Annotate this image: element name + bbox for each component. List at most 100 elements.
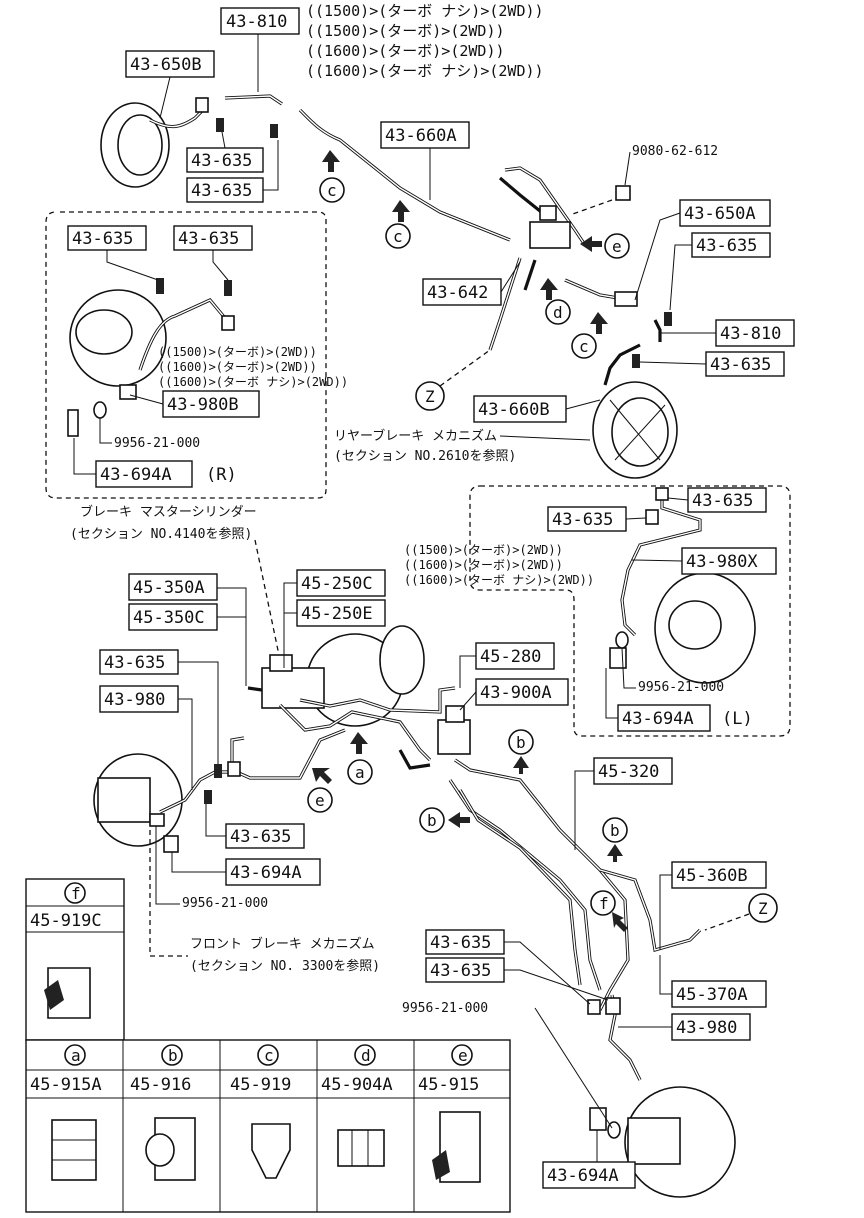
svg-text:43-635: 43-635 — [72, 229, 133, 249]
svg-text:43-660A: 43-660A — [385, 126, 457, 146]
svg-text:43-635: 43-635 — [191, 181, 252, 201]
label-45-250E: 45-250E — [284, 599, 386, 627]
clip-table: f 45-919C a 45-915A b 45-916 c 45-919 — [25, 878, 511, 1213]
callout-a: a — [347, 732, 373, 785]
svg-text:43-694A: 43-694A — [622, 709, 694, 729]
svg-text:45-916: 45-916 — [130, 1075, 191, 1095]
clip-letter-f: f — [71, 884, 81, 903]
svg-text:43-635: 43-635 — [430, 961, 491, 981]
variant-line-2: ((1500)>(ターボ)>(2WD)) — [306, 22, 505, 40]
clip-cell-c: c 45-919 — [230, 1044, 291, 1179]
svg-text:f: f — [599, 894, 609, 913]
svg-text:((1600)>(ターボ)>(2WD)): ((1600)>(ターボ)>(2WD)) — [404, 558, 563, 572]
svg-text:43-635: 43-635 — [552, 510, 613, 530]
svg-text:e: e — [458, 1046, 468, 1065]
label-43-635-inset2: 43-635 — [173, 225, 253, 281]
svg-text:b: b — [427, 811, 437, 830]
label-43-694A-fr: 43-694A — [542, 1130, 636, 1189]
svg-text:d: d — [553, 303, 563, 322]
svg-text:a: a — [71, 1046, 81, 1065]
callout-b-2: b — [419, 807, 470, 833]
callout-c-top: c — [319, 150, 345, 203]
svg-text:9080-62-612: 9080-62-612 — [632, 144, 718, 159]
svg-text:(セクション NO.2610を参照): (セクション NO.2610を参照) — [334, 448, 516, 464]
svg-text:45-360B: 45-360B — [676, 866, 748, 886]
svg-text:45-904A: 45-904A — [321, 1075, 393, 1095]
label-43-810-top: 43-810 — [220, 7, 300, 92]
svg-text:((1500)>(ターボ)>(2WD)): ((1500)>(ターボ)>(2WD)) — [404, 543, 563, 557]
label-43-660A: 43-660A — [380, 121, 470, 200]
svg-text:43-980B: 43-980B — [167, 395, 239, 415]
label-43-650A: 43-650A — [634, 199, 771, 301]
label-45-350C: 45-350C — [128, 603, 246, 631]
svg-text:リヤーブレーキ メカニズム: リヤーブレーキ メカニズム — [334, 428, 497, 444]
callout-d: d — [540, 278, 571, 325]
label-43-650B: 43-650B — [125, 50, 215, 119]
svg-text:43-980: 43-980 — [104, 690, 165, 710]
label-45-250C: 45-250C — [283, 569, 386, 668]
svg-text:((1500)>(ターボ)>(2WD)): ((1500)>(ターボ)>(2WD)) — [158, 345, 317, 359]
svg-text:45-320: 45-320 — [598, 762, 659, 782]
side-label-L: (L) — [722, 709, 753, 729]
inset-left-variants: ((1500)>(ターボ)>(2WD)) ((1600)>(ターボ)>(2WD)… — [158, 345, 348, 389]
label-9956-r: 9956-21-000 — [621, 647, 724, 695]
svg-text:フロント ブレーキ メカニズム: フロント ブレーキ メカニズム — [190, 936, 375, 952]
svg-text:43-635: 43-635 — [696, 236, 757, 256]
svg-text:ブレーキ マスターシリンダー: ブレーキ マスターシリンダー — [80, 504, 257, 520]
label-43-980-fl: 43-980 — [99, 685, 193, 790]
svg-text:e: e — [612, 237, 622, 256]
svg-text:45-915A: 45-915A — [30, 1075, 102, 1095]
svg-text:9956-21-000: 9956-21-000 — [638, 680, 724, 695]
svg-text:45-350A: 45-350A — [133, 578, 205, 598]
svg-text:43-980: 43-980 — [676, 1018, 737, 1038]
callout-z-top: Z — [415, 349, 491, 411]
clip-part-f: 45-919C — [30, 911, 102, 931]
label-43-642: 43-642 — [422, 261, 521, 306]
label-9956-fl: 9956-21-000 — [155, 826, 268, 911]
svg-text:43-900A: 43-900A — [480, 683, 552, 703]
svg-text:45-350C: 45-350C — [133, 608, 205, 628]
svg-text:9956-21-000: 9956-21-000 — [402, 1001, 488, 1016]
svg-text:43-980X: 43-980X — [686, 552, 758, 572]
inset-right-border — [469, 485, 791, 737]
inset-right-variants: ((1500)>(ターボ)>(2WD)) ((1600)>(ターボ)>(2WD)… — [404, 543, 594, 587]
svg-text:43-635: 43-635 — [104, 653, 165, 673]
svg-text:43-650A: 43-650A — [684, 204, 756, 224]
label-43-635-c: 43-635 — [664, 232, 771, 326]
label-43-635-fl1: 43-635 — [99, 649, 219, 764]
svg-text:((1600)>(ターボ)>(2WD)): ((1600)>(ターボ)>(2WD)) — [158, 360, 317, 374]
svg-text:b: b — [168, 1046, 178, 1065]
svg-text:43-635: 43-635 — [430, 933, 491, 953]
label-43-660B: 43-660B — [473, 395, 601, 423]
callout-z-bottom: Z — [704, 893, 778, 931]
clip-cell-d: d 45-904A — [321, 1044, 393, 1167]
label-45-350A: 45-350A — [128, 573, 247, 686]
callout-e-front: e — [307, 768, 333, 813]
svg-text:c: c — [264, 1046, 274, 1065]
callout-e-rear: e — [580, 233, 630, 259]
variant-header: ((1500)>(ターボ ナシ)>(2WD)) ((1500)>(ターボ)>(2… — [306, 2, 544, 80]
svg-text:b: b — [610, 821, 620, 840]
svg-text:Z: Z — [758, 899, 768, 918]
front-left-brake — [93, 753, 241, 853]
label-43-980-fr: 43-980 — [618, 1013, 751, 1041]
callout-b-1: b — [508, 729, 534, 774]
svg-text:d: d — [361, 1046, 371, 1065]
inset-left-parts — [67, 278, 235, 437]
front-brake-note: フロント ブレーキ メカニズム (セクション NO. 3300を参照) — [149, 830, 380, 974]
master-cylinder-note: ブレーキ マスターシリンダー (セクション NO.4140を参照) — [70, 504, 281, 661]
svg-text:a: a — [355, 763, 365, 782]
variant-line-4: ((1600)>(ターボ ナシ)>(2WD)) — [306, 62, 544, 80]
svg-text:45-370A: 45-370A — [676, 985, 748, 1005]
label-45-320: 45-320 — [574, 757, 673, 850]
svg-text:43-810: 43-810 — [226, 12, 287, 32]
svg-text:((1600)>(ターボ ナシ)>(2WD)): ((1600)>(ターボ ナシ)>(2WD)) — [158, 375, 348, 389]
svg-text:45-915: 45-915 — [418, 1075, 479, 1095]
label-45-360B: 45-360B — [659, 861, 767, 950]
label-9956-fr: 9956-21-000 — [402, 1001, 613, 1129]
inset-right-parts — [609, 487, 756, 684]
rear-junction-assembly — [488, 166, 662, 386]
label-43-694A-r: 43-694A (L) — [605, 668, 753, 732]
svg-text:43-694A: 43-694A — [100, 465, 172, 485]
